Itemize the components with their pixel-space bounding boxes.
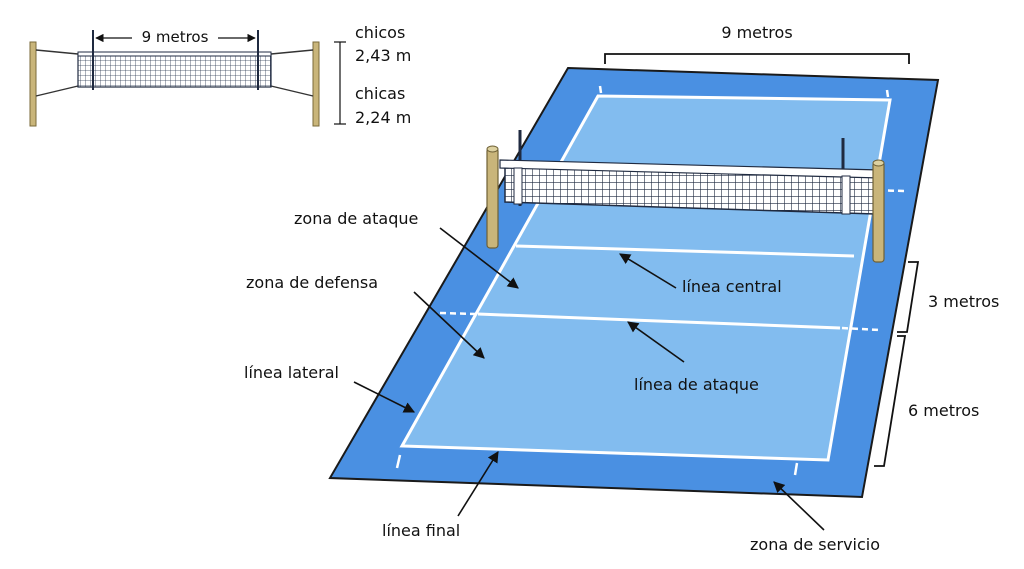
inset-boys-label: chicos xyxy=(355,23,405,42)
attack-line-extension-right xyxy=(841,326,881,332)
inset-net-diagram: 9 metros chicos 2,43 m chicas 2,24 m xyxy=(29,23,411,127)
attack-line-arrow xyxy=(627,321,685,363)
service-zone-label: zona de servicio xyxy=(750,535,880,554)
inset-boys-height: 2,43 m xyxy=(355,46,411,65)
attack-zone-label: zona de ataque xyxy=(294,209,418,228)
court-width-label: 9 metros xyxy=(721,23,792,42)
center-line xyxy=(515,244,855,258)
attack-line-extension-left xyxy=(439,311,477,316)
attack-zone-arrow xyxy=(439,227,519,289)
main-net xyxy=(486,130,885,263)
inset-net-mesh xyxy=(77,54,272,88)
defense-depth-label: 6 metros xyxy=(908,401,979,420)
inset-width-label: 9 metros xyxy=(142,28,209,46)
sideline-label: línea lateral xyxy=(244,363,339,382)
attack-depth-bracket xyxy=(897,261,920,333)
defense-zone-label: zona de defensa xyxy=(246,273,378,292)
attack-depth-label: 3 metros xyxy=(928,292,999,311)
end-line-label: línea final xyxy=(382,521,460,540)
defense-depth-bracket xyxy=(874,335,907,467)
post-right xyxy=(872,161,885,263)
post-left xyxy=(486,147,499,249)
court-width-bracket xyxy=(604,53,910,64)
court xyxy=(328,66,940,499)
sideline-arrow xyxy=(353,381,416,413)
inset-right-post xyxy=(312,41,320,127)
attack-line-label: línea de ataque xyxy=(634,375,759,394)
defense-zone-arrow xyxy=(413,291,485,359)
service-zone-arrow xyxy=(773,481,825,531)
center-line-arrow xyxy=(619,253,677,289)
inset-left-post xyxy=(29,41,37,127)
inset-girls-height: 2,24 m xyxy=(355,108,411,127)
attack-line xyxy=(477,312,841,330)
center-line-label: línea central xyxy=(682,277,782,296)
inset-girls-label: chicas xyxy=(355,84,405,103)
court-dimensions: 9 metros 3 metros 6 metros xyxy=(604,23,999,467)
end-line-arrow xyxy=(457,451,499,517)
callouts: zona de ataque zona de defensa línea lat… xyxy=(244,209,880,554)
